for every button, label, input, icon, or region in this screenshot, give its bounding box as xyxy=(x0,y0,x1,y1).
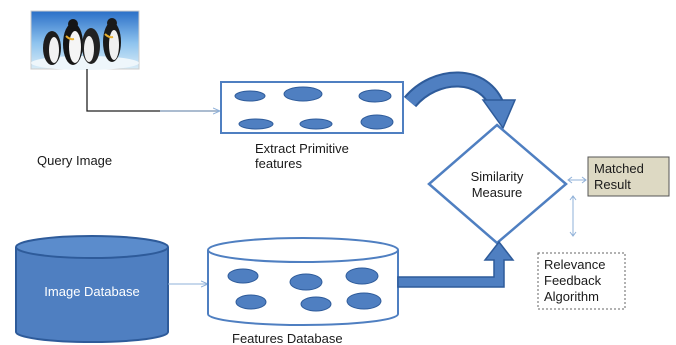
curved-arrow xyxy=(403,71,517,130)
similarity-line2: Measure xyxy=(472,185,523,200)
relevance-feedback-box xyxy=(537,252,626,310)
query-image xyxy=(30,10,140,70)
extract-label-line2: features xyxy=(255,156,302,171)
features-database-cylinder xyxy=(207,237,399,326)
result-connectors xyxy=(567,176,587,237)
similarity-measure-diamond xyxy=(427,123,568,245)
query-image-label: Query Image xyxy=(37,153,112,168)
relevance-line3: Algorithm xyxy=(544,289,599,304)
image-database-cylinder xyxy=(15,235,169,343)
image-db-label: Image Database xyxy=(44,284,139,299)
similarity-line1: Similarity xyxy=(471,169,524,184)
relevance-line1: Relevance xyxy=(544,257,605,272)
features-db-label: Features Database xyxy=(232,331,343,345)
matched-result-box xyxy=(587,156,670,197)
query-connector xyxy=(86,69,218,112)
extract-label-line1: Extract Primitive xyxy=(255,141,349,156)
elbow-arrow xyxy=(397,240,515,288)
relevance-line2: Feedback xyxy=(544,273,602,288)
matched-line2: Result xyxy=(594,177,631,192)
matched-line1: Matched xyxy=(594,161,644,176)
extract-features-box xyxy=(220,81,404,134)
